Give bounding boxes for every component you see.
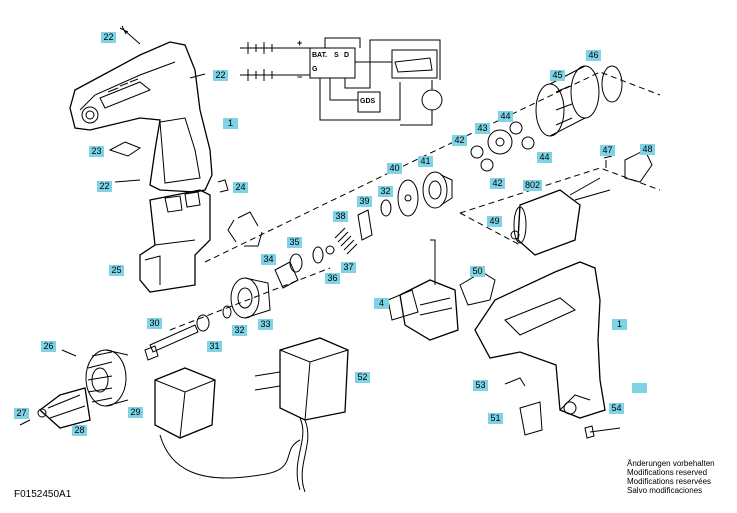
part-label-46: 46 — [586, 50, 601, 61]
part-label-51: 51 — [488, 413, 503, 424]
part-label-37: 37 — [341, 262, 356, 273]
recycle-symbol — [227, 211, 263, 247]
disc-46 — [601, 65, 623, 103]
ring-35 — [289, 253, 303, 273]
bracket-51 — [519, 401, 543, 436]
part-label-36: 36 — [325, 273, 340, 284]
gear-44b — [521, 136, 535, 150]
gear-42b — [480, 158, 494, 172]
schematic-g: G — [312, 66, 318, 73]
part-label-22: 22 — [101, 32, 116, 43]
spindle-30 — [144, 324, 199, 361]
note-line: Salvo modificaciones — [627, 486, 703, 495]
part-label-32: 32 — [232, 325, 247, 336]
chuck-28 — [37, 387, 91, 429]
part-label-42: 42 — [452, 135, 467, 146]
gear-42a — [470, 145, 484, 159]
spring-38 — [334, 227, 358, 255]
part-label-26: 26 — [41, 341, 56, 352]
disc-40 — [397, 179, 419, 217]
part-label-22: 22 — [97, 181, 112, 192]
battery-pack-lower — [154, 367, 301, 479]
schematic-gds: GDS — [360, 98, 376, 105]
wiring-schematic — [240, 37, 443, 126]
schematic-plus: + — [297, 38, 303, 48]
part-label-30: 30 — [147, 318, 162, 329]
schematic-bat: BAT. — [312, 52, 328, 59]
highlight-swatch — [632, 383, 647, 393]
part-label-54: 54 — [609, 403, 624, 414]
gear-plate-43 — [487, 129, 513, 155]
motor — [510, 177, 611, 256]
part-label-1: 1 — [612, 319, 627, 330]
part-label-29: 29 — [128, 407, 143, 418]
lower-housing-half — [474, 261, 606, 419]
plate-39 — [357, 209, 373, 241]
ring-gear-41 — [422, 171, 453, 209]
part-label-44: 44 — [498, 111, 513, 122]
part-label-25: 25 — [109, 265, 124, 276]
part-label-49: 49 — [487, 216, 502, 227]
part-label-44: 44 — [537, 152, 552, 163]
bearing-31 — [196, 314, 210, 332]
part-label-41: 41 — [418, 156, 433, 167]
gear-44a — [509, 121, 523, 135]
part-label-1: 1 — [223, 118, 238, 129]
part-label-39: 39 — [357, 196, 372, 207]
sleeve-29 — [85, 349, 129, 407]
part-label-53: 53 — [473, 380, 488, 391]
switch-4 — [387, 239, 459, 341]
modification-notes: Änderungen vorbehalten Modifications res… — [627, 459, 715, 495]
gear-housing-33 — [230, 277, 271, 319]
part-label-48: 48 — [640, 144, 655, 155]
part-label-4: 4 — [374, 298, 389, 309]
washer-37 — [325, 245, 335, 255]
battery-pack — [139, 189, 211, 293]
washer-32b — [222, 305, 232, 319]
part-label-35: 35 — [287, 237, 302, 248]
part-label-45: 45 — [550, 70, 565, 81]
note-line: Modifications reservées — [627, 477, 712, 486]
document-id: F0152450A1 — [14, 489, 72, 500]
part-label-34: 34 — [261, 254, 276, 265]
washer-36 — [312, 246, 324, 264]
part-label-40: 40 — [387, 163, 402, 174]
schematic-d: D — [344, 52, 350, 59]
schematic-s: S — [334, 52, 339, 59]
schematic-minus: − — [297, 72, 303, 82]
part-label-33: 33 — [258, 319, 273, 330]
axis-dashed-line-low — [169, 267, 331, 331]
part-label-28: 28 — [72, 425, 87, 436]
part-label-31: 31 — [207, 341, 222, 352]
magnet-housing — [535, 65, 600, 137]
upper-housing-half — [69, 41, 213, 193]
part-label-802: 802 — [523, 180, 543, 191]
pin-54 — [589, 427, 621, 433]
part-label-22: 22 — [213, 70, 228, 81]
part-label-43: 43 — [475, 123, 490, 134]
part-label-24: 24 — [233, 182, 248, 193]
part-label-52: 52 — [355, 372, 370, 383]
part-label-47: 47 — [600, 145, 615, 156]
part-label-23: 23 — [89, 146, 104, 157]
part-label-50: 50 — [470, 266, 485, 277]
part-label-27: 27 — [14, 408, 29, 419]
note-line: Änderungen vorbehalten — [627, 459, 715, 468]
part-label-32: 32 — [378, 186, 393, 197]
clip-53 — [504, 377, 526, 387]
axis-dashed-line-top — [204, 71, 661, 263]
note-line: Modifications reserved — [627, 468, 708, 477]
washer-32a — [380, 199, 392, 217]
part-label-42: 42 — [490, 178, 505, 189]
part-label-38: 38 — [333, 211, 348, 222]
plate-34 — [274, 261, 299, 289]
charger-52 — [254, 337, 349, 493]
